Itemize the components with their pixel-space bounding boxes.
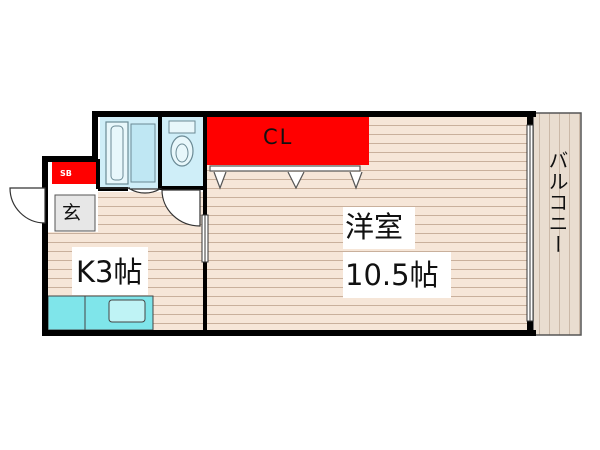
bathtub [105, 121, 129, 185]
balcony-window [526, 124, 534, 322]
washbasin [130, 123, 156, 183]
balcony-label: バルコニー [545, 150, 569, 255]
toilet-icon [170, 135, 194, 167]
western-room-area: 10.5帖 [343, 252, 451, 298]
shoe-box-label: SB [60, 169, 72, 178]
closet-doors [209, 165, 363, 190]
kitchen-sink [108, 299, 146, 323]
bath-door [100, 187, 163, 194]
entrance-label: 玄 [62, 202, 82, 224]
balcony-area [532, 112, 582, 336]
room-door [201, 214, 209, 263]
western-room-name: 洋室 [343, 207, 416, 249]
closet [206, 117, 369, 165]
kitchen-label: K3帖 [72, 247, 149, 295]
toilet-door [161, 189, 201, 227]
inner-walls [96, 114, 207, 333]
entrance-door [9, 187, 46, 224]
closet-label: CL [263, 125, 294, 149]
shoe-box [52, 162, 96, 184]
